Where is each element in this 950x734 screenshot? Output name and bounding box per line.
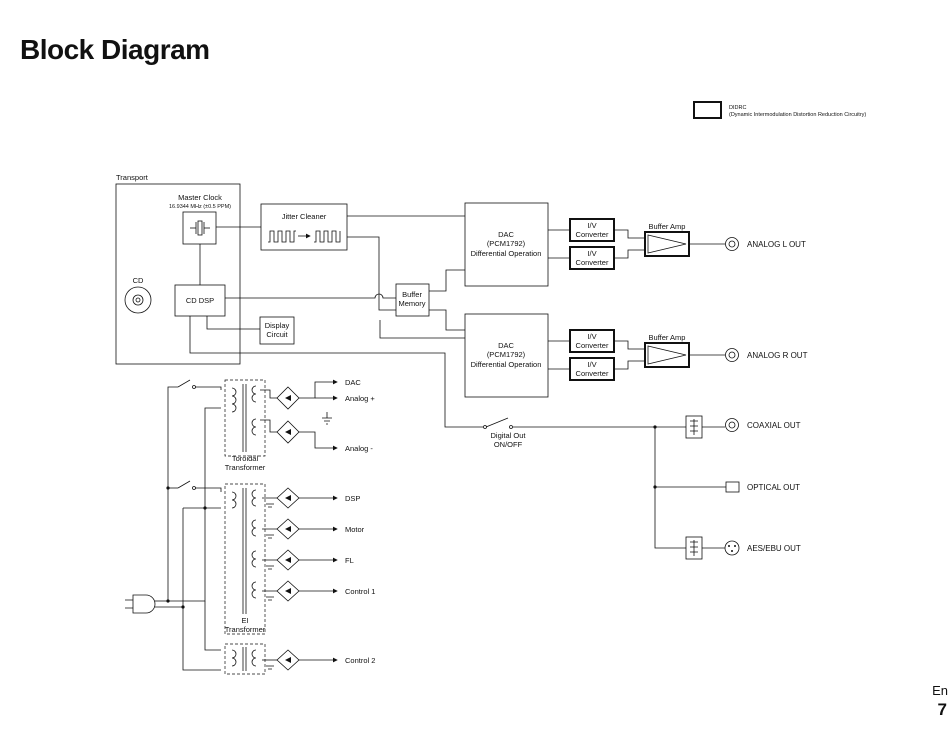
svg-text:Buffer Amp: Buffer Amp — [649, 333, 686, 342]
rectifier-bridge-icon — [276, 386, 300, 410]
rectifier-bridge-icon — [276, 649, 300, 671]
buffer-memory-block: Buffer Memory — [225, 215, 465, 339]
language-marker: En — [932, 683, 948, 698]
svg-text:DAC: DAC — [498, 341, 514, 350]
supply-dac-label: DAC — [345, 378, 361, 387]
svg-text:Buffer Amp: Buffer Amp — [649, 222, 686, 231]
supply-analog-plus-label: Analog + — [345, 394, 375, 403]
jitter-cleaner-block: Jitter Cleaner — [216, 203, 348, 251]
master-clock-freq: 16.9344 MHz (±0.5 PPM) — [169, 204, 231, 210]
supply-fl-label: FL — [345, 556, 354, 565]
transport-block: Transport Master Clock 16.9344 MHz (±0.5… — [115, 173, 483, 428]
cd-dsp-label: CD DSP — [186, 296, 214, 305]
jitter-label: Jitter Cleaner — [282, 212, 327, 221]
svg-text:I/V: I/V — [587, 332, 596, 341]
svg-text:Differential Operation: Differential Operation — [471, 360, 542, 369]
ground-icon — [266, 665, 274, 670]
svg-text:Digital Out: Digital Out — [490, 431, 526, 440]
optical-out-label: OPTICAL OUT — [747, 483, 800, 492]
supply-control2-label: Control 2 — [345, 656, 375, 665]
legend-swatch — [693, 101, 722, 119]
clean-wave-icon — [314, 230, 341, 243]
optical-jack-icon — [725, 481, 740, 493]
cd-label: CD — [133, 276, 144, 285]
analog-l-out-label: ANALOG L OUT — [747, 240, 806, 249]
svg-text:Converter: Converter — [576, 230, 609, 239]
iv-converters-l: I/V Converter I/V Converter — [569, 218, 645, 270]
dac-l-block: DAC (PCM1792) Differential Operation — [464, 202, 570, 287]
legend: DIDRC (Dynamic Intermodulation Distortio… — [693, 101, 866, 119]
ac-plug-icon — [125, 599, 133, 609]
buffer-memory-label-1: Buffer — [402, 290, 422, 299]
analog-r-out-label: ANALOG R OUT — [747, 351, 808, 360]
coaxial-out-label: COAXIAL OUT — [747, 421, 801, 430]
supply-dsp-label: DSP — [345, 494, 360, 503]
rectifier-bridge-icon — [276, 518, 300, 540]
aes-ebu-out-label: AES/EBU OUT — [747, 544, 801, 553]
power-switch-icon — [177, 379, 191, 388]
supply-motor-label: Motor — [345, 525, 365, 534]
power-supply-section: Toroidal Transformer DAC Analog + Analog… — [125, 378, 375, 675]
buffer-memory-label-2: Memory — [398, 299, 425, 308]
svg-text:(PCM1792): (PCM1792) — [487, 350, 526, 359]
legend-label: DIDRC — [729, 105, 746, 111]
svg-text:DAC: DAC — [498, 230, 514, 239]
rectifier-bridge-icon — [276, 420, 300, 444]
svg-text:Converter: Converter — [576, 369, 609, 378]
iv-converters-r: I/V Converter I/V Converter — [569, 329, 645, 381]
page-title: Block Diagram — [20, 34, 210, 65]
buffer-amp-r: Buffer Amp ANALOG R OUT — [644, 333, 808, 368]
display-label-2: Circuit — [266, 330, 288, 339]
supply-control1-label: Control 1 — [345, 587, 375, 596]
svg-text:Converter: Converter — [576, 258, 609, 267]
digital-out-section: Digital Out ON/OFF COAXIAL OUT OPTICAL O… — [483, 415, 801, 560]
cd-dsp-box — [174, 284, 226, 317]
rectifier-bridge-icon — [276, 580, 300, 602]
ground-icon — [266, 503, 274, 601]
power-switch-icon — [177, 480, 191, 489]
svg-text:I/V: I/V — [587, 360, 596, 369]
svg-text:ON/OFF: ON/OFF — [494, 440, 523, 449]
svg-text:Differential Operation: Differential Operation — [471, 249, 542, 258]
svg-text:Converter: Converter — [576, 341, 609, 350]
legend-desc: (Dynamic Intermodulation Distortion Redu… — [729, 112, 866, 118]
svg-text:Toroidal: Toroidal — [232, 454, 259, 463]
master-clock-label: Master Clock — [178, 193, 222, 202]
switch-icon — [485, 417, 509, 428]
svg-text:Transformer: Transformer — [225, 463, 266, 472]
transport-frame — [115, 183, 241, 365]
crystal-icon — [190, 220, 210, 236]
transport-label: Transport — [116, 173, 149, 182]
ground-icon — [322, 412, 332, 425]
svg-text:I/V: I/V — [587, 249, 596, 258]
supply-analog-minus-label: Analog - — [345, 444, 373, 453]
svg-text:Transformer: Transformer — [225, 625, 266, 634]
dac-r-block: DAC (PCM1792) Differential Operation — [464, 313, 570, 398]
cd-disc-icon — [124, 286, 152, 314]
rectifier-bridge-icon — [276, 487, 300, 509]
display-label-1: Display — [265, 321, 290, 330]
jittered-wave-icon — [268, 230, 296, 243]
page-number: 7 — [937, 700, 947, 719]
svg-text:(PCM1792): (PCM1792) — [487, 239, 526, 248]
svg-text:I/V: I/V — [587, 221, 596, 230]
display-circuit-box — [259, 316, 295, 345]
svg-text:EI: EI — [241, 616, 248, 625]
xlr-jack-icon — [724, 540, 740, 556]
rectifier-bridge-icon — [276, 549, 300, 571]
buffer-amp-l: Buffer Amp ANALOG L OUT — [644, 222, 806, 257]
